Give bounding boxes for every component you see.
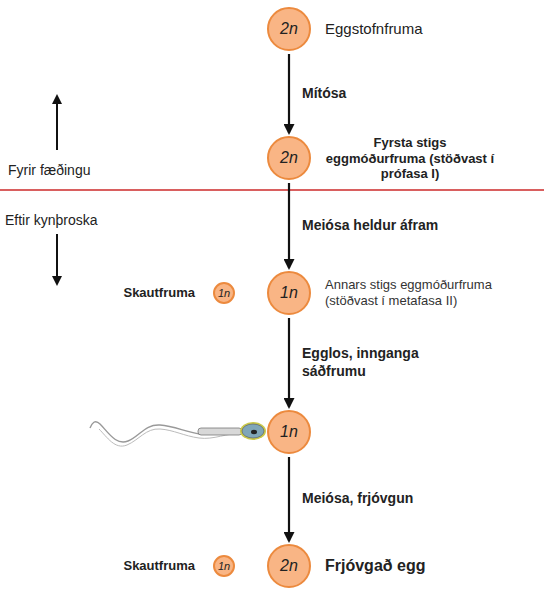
period-label: Eftir kynþroska — [5, 212, 98, 228]
process-arrow — [288, 457, 290, 541]
polar-body-circle: 1nSkautfruma — [213, 555, 235, 577]
edge-label: Mítósa — [302, 85, 422, 103]
edge-label: Egglos, innganga sáðfrumu — [302, 345, 437, 380]
edge-label: Meiósa, frjóvgun — [302, 490, 472, 508]
cell-name: Annars stigs eggmóðurfruma (stöðvast í m… — [325, 277, 500, 308]
process-arrow — [288, 183, 290, 268]
sperm-cell — [90, 422, 266, 446]
cell-circle: 2nFrjóvgað egg — [267, 544, 311, 588]
down-arrow — [56, 234, 58, 284]
up-arrow — [56, 96, 58, 150]
cell-name: Eggstofnfruma — [325, 20, 485, 38]
divider-line — [0, 189, 544, 191]
polar-body-circle: 1nSkautfruma — [213, 282, 235, 304]
ploidy-label: 1n — [280, 284, 298, 302]
ploidy-label: 1n — [218, 560, 230, 572]
cell-name: Frjóvgað egg — [325, 556, 465, 575]
cell-circle: 1n — [267, 410, 311, 454]
cell-circle: 1nAnnars stigs eggmóðurfruma (stöðvast í… — [267, 271, 311, 315]
ploidy-label: 2n — [280, 20, 298, 38]
period-label: Fyrir fæðingu — [8, 162, 90, 178]
cell-name: Fyrsta stigs eggmóðurfruma (stöðvast í p… — [325, 135, 495, 182]
ploidy-label: 2n — [280, 557, 298, 575]
cell-name: Skautfruma — [85, 558, 195, 574]
ploidy-label: 2n — [280, 149, 298, 167]
cell-name: Skautfruma — [85, 285, 195, 301]
cell-circle: 2nEggstofnfruma — [267, 7, 311, 51]
ploidy-label: 1n — [218, 287, 230, 299]
process-arrow — [288, 318, 290, 407]
process-arrow — [288, 54, 290, 133]
edge-label: Meiósa heldur áfram — [302, 217, 502, 235]
ploidy-label: 1n — [280, 423, 298, 441]
cell-circle: 2nFyrsta stigs eggmóðurfruma (stöðvast í… — [267, 136, 311, 180]
